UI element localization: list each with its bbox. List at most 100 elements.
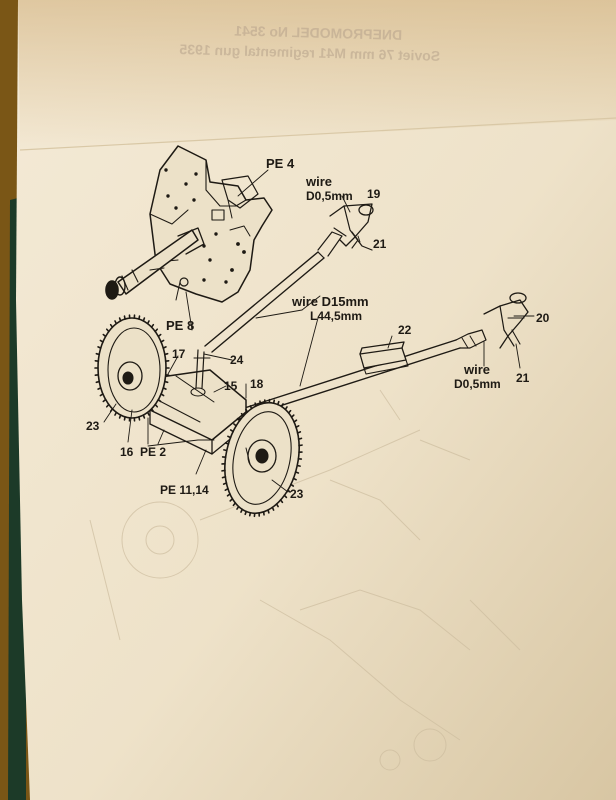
callout-labels: PE 4 wire D0,5mm 19 21 PE 8 wire D15mm L…	[86, 156, 550, 501]
label-21-top: 21	[373, 237, 387, 251]
bleed-through-header: DNEPROMODEL No 3541 Soviet 76 mm M41 reg…	[179, 22, 440, 63]
paper-fold-shade	[18, 0, 616, 150]
wheel-tread-tooth	[114, 320, 118, 325]
wheel-tread-tooth	[118, 414, 122, 419]
label-pe11-14: PE 11,14	[160, 483, 209, 497]
wheel-tread-tooth	[287, 409, 292, 414]
wheel-tread-tooth	[244, 510, 247, 516]
paper-fold-line	[19, 117, 616, 151]
label-wire-left-b: D0,5mm	[306, 189, 353, 203]
wheel-tread-tooth	[292, 477, 297, 481]
label-wire-left-a: wire	[305, 174, 332, 189]
carriage-body	[139, 349, 247, 455]
wheel-tread-tooth	[249, 405, 253, 410]
gun-barrel	[105, 227, 205, 301]
wheel-tread-tooth	[280, 403, 284, 408]
wheel-tread-tooth	[289, 483, 295, 487]
wheel-tread-tooth	[146, 411, 150, 416]
wheel-tread-tooth	[275, 503, 279, 508]
wheel-tread-tooth	[267, 509, 270, 514]
wheel-tread-tooth	[123, 315, 126, 320]
label-18: 18	[250, 377, 264, 391]
wheel-tread-tooth	[283, 494, 288, 499]
wheel-tread-tooth	[99, 339, 104, 343]
wheel-tread-tooth	[160, 339, 165, 343]
wheel-tread-tooth	[254, 402, 257, 407]
wheel-tread-tooth	[286, 489, 291, 493]
wheel-tread-tooth	[248, 511, 252, 517]
wheel-tread-tooth	[157, 398, 162, 403]
label-wire-mid-b: L44,5mm	[310, 309, 362, 323]
label-pe2: PE 2	[140, 445, 166, 459]
wheel-tread-tooth	[224, 487, 229, 491]
wheel-tread-tooth	[95, 352, 101, 356]
wheel-tread-tooth	[102, 398, 107, 403]
wheel-tread-tooth	[142, 414, 146, 419]
wheel-tread-tooth	[297, 437, 303, 440]
label-22: 22	[398, 323, 412, 337]
wheel-tread-tooth	[240, 412, 245, 417]
wheel-tread-tooth	[118, 317, 122, 322]
wheel-tread-tooth	[138, 416, 141, 421]
wheel-tread-tooth	[284, 406, 288, 411]
wheel-tread-tooth	[272, 399, 276, 405]
wheel-tread-tooth	[232, 502, 237, 507]
wheel-tread-tooth	[229, 498, 234, 502]
leader-lines	[103, 169, 535, 493]
bleed-header-line1: DNEPROMODEL No 3541	[234, 22, 402, 42]
wheel-tread-tooth	[154, 403, 159, 408]
wheel-tread-tooth	[146, 320, 150, 325]
label-21-right: 21	[516, 371, 530, 385]
wheel-tread-tooth	[109, 323, 114, 328]
wheel-tread-tooth	[295, 425, 300, 429]
wheel-tread-tooth	[277, 400, 280, 406]
label-20: 20	[536, 311, 550, 325]
label-15: 15	[224, 379, 238, 393]
wheel-tread-tooth	[154, 328, 159, 333]
wheel-tread-tooth	[97, 387, 102, 390]
wheel-tread-tooth	[240, 508, 244, 513]
label-pe4: PE 4	[266, 156, 295, 171]
wheel-tread-tooth	[296, 431, 302, 434]
left-trail	[204, 231, 343, 353]
label-pe8: PE 8	[166, 318, 194, 333]
wheel-tread-tooth	[160, 393, 165, 397]
wheel-tread-tooth	[138, 315, 141, 320]
wheel-tread-tooth	[162, 387, 167, 390]
wheel-tread-tooth	[236, 417, 241, 422]
wheel-tread-tooth	[223, 449, 228, 452]
wheel-tread-tooth	[293, 419, 298, 423]
bleed-header-line2: Soviet 76 mm M41 regimental gun 1935	[179, 41, 440, 64]
wheel-tread-tooth	[99, 393, 104, 397]
wheel-tread-tooth	[233, 423, 238, 427]
label-wire-right-a: wire	[463, 362, 490, 377]
wheel-tread-tooth	[142, 317, 146, 322]
label-wire-right-b: D0,5mm	[454, 377, 501, 391]
wheel-tread-tooth	[105, 403, 110, 408]
wheel-tread-tooth	[229, 429, 235, 433]
left-trail-spade	[329, 203, 374, 251]
wheel-tread-tooth	[102, 333, 107, 338]
label-wire-mid-a: wire D15mm	[291, 294, 369, 309]
right-trail-spade	[483, 292, 529, 349]
wheel-tread-tooth	[123, 416, 126, 421]
wheel-tread-tooth	[296, 464, 301, 467]
label-24: 24	[230, 353, 244, 367]
wheel-tread-tooth	[226, 493, 231, 497]
wheel-tread-tooth	[163, 352, 169, 356]
right-wheel	[221, 398, 303, 518]
wheel-tread-tooth	[162, 346, 167, 349]
wheel-tread-tooth	[271, 506, 275, 511]
wheel-tread-tooth	[245, 408, 249, 413]
wheel-tread-tooth	[222, 482, 228, 485]
label-23-right: 23	[290, 487, 304, 501]
wheel-tread-tooth	[150, 323, 155, 328]
wheel-tread-tooth	[163, 380, 169, 384]
left-wheel	[94, 314, 170, 422]
gun-shield	[149, 145, 273, 303]
wheel-tread-tooth	[224, 442, 230, 445]
label-19: 19	[367, 187, 381, 201]
label-16: 16	[120, 445, 134, 459]
wheel-tread-tooth	[105, 328, 110, 333]
